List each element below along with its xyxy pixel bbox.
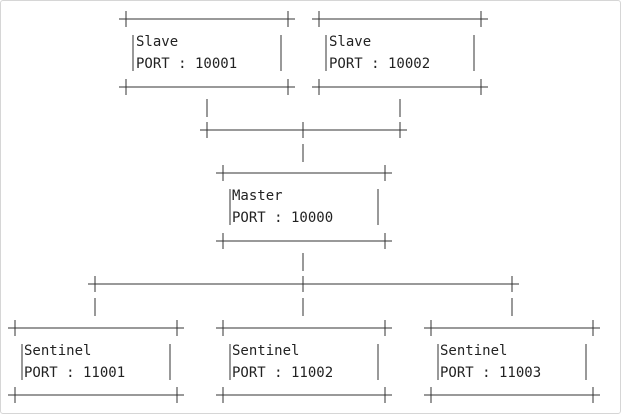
master-role: Master xyxy=(232,188,283,204)
slave2-role: Slave xyxy=(329,34,372,50)
slave1-role: Slave xyxy=(136,34,179,50)
slave2-port: PORT : 10002 xyxy=(329,56,431,72)
slave1-port: PORT : 10001 xyxy=(136,56,238,72)
master-port: PORT : 10000 xyxy=(232,210,334,226)
sentinel2-role: Sentinel xyxy=(232,343,300,359)
sentinel1-role: Sentinel xyxy=(24,343,92,359)
sentinel2-port: PORT : 11002 xyxy=(232,365,334,381)
sentinel3-role: Sentinel xyxy=(440,343,508,359)
sentinel3-port: PORT : 11003 xyxy=(440,365,542,381)
sentinel1-port: PORT : 11001 xyxy=(24,365,126,381)
